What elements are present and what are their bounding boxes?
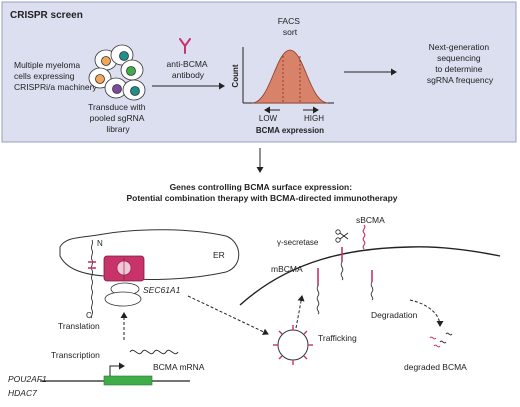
- trafficking-label: Trafficking: [318, 333, 357, 343]
- transcription-start-arrow: [109, 362, 125, 376]
- nascent-bcma-chain: [90, 239, 94, 319]
- sbcma-fragment-icon: [362, 224, 366, 250]
- histogram-y-label: Count: [231, 64, 240, 87]
- histogram-distribution: [251, 49, 329, 104]
- degraded-bcma-label: degraded BCMA: [404, 362, 467, 372]
- cells-label: Multiple myeloma cells expressing CRISPR…: [14, 60, 97, 92]
- sec61-translocon-icon: [103, 255, 145, 282]
- secretase-cleavage-bcma: [340, 247, 344, 281]
- n-terminus-label: N: [97, 239, 103, 248]
- trafficking-vesicle-icon: [273, 325, 313, 365]
- gene-pou2af1: POU2AF1: [8, 374, 47, 384]
- scissors-icon: [335, 229, 349, 243]
- translation-label: Translation: [58, 321, 100, 331]
- trafficking-arrow: [295, 295, 305, 329]
- degraded-fragments-icon: [429, 332, 453, 348]
- histogram-high-label: HIGH: [304, 114, 324, 123]
- mrna-label: BCMA mRNA: [153, 362, 205, 372]
- sec61-label: SEC61A1: [143, 285, 181, 295]
- genes-heading: Genes controlling BCMA surface expressio…: [126, 182, 397, 203]
- histogram-x-label: BCMA expression: [256, 126, 324, 135]
- plasma-membrane: [239, 246, 501, 306]
- c-terminus-label: C: [86, 311, 92, 320]
- er-membrane-shape: [59, 229, 240, 280]
- degradation-label: Degradation: [371, 310, 418, 320]
- gamma-secretase-label: γ-secretase: [277, 238, 319, 247]
- ribosome-icon: [104, 282, 142, 307]
- antibody-icon: [179, 38, 191, 54]
- transduce-label: Transduce with pooled sgRNA library: [88, 102, 148, 134]
- er-to-vesicle-arrow: [187, 295, 269, 336]
- internalized-bcma-icon: [370, 270, 374, 301]
- sbcma-label: sBCMA: [356, 215, 385, 225]
- facs-label: FACS sort: [278, 16, 303, 37]
- facs-histogram: [242, 47, 334, 114]
- myeloma-cells-icon: [88, 44, 146, 101]
- screen-panel-title: CRISPR screen: [10, 10, 83, 21]
- bcma-mrna-icon: [129, 349, 179, 355]
- er-label: ER: [213, 250, 225, 260]
- transcription-label: Transcription: [51, 350, 100, 360]
- mbcma-label: mBCMA: [271, 264, 303, 274]
- histogram-low-label: LOW: [259, 114, 278, 123]
- screen-panel-background: [1, 1, 517, 143]
- ngs-label: Next-generation sequencing to determine …: [427, 42, 494, 85]
- antibody-label: anti-BCMA antibody: [167, 59, 210, 80]
- gene-hdac7: HDAC7: [8, 388, 37, 398]
- bcma-gene-box: [103, 375, 153, 386]
- mbcma-protein-icon: [316, 268, 320, 315]
